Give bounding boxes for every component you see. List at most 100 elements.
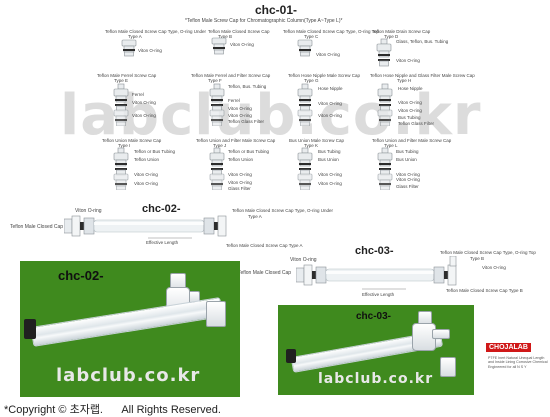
part-label: Viton O-ring [134,181,158,186]
part-label: Ferrel [132,92,144,97]
part-label: Viton O-ring [318,172,342,177]
cap-drawing [297,39,313,57]
chc02-top-right-type: Type A [248,214,262,219]
cap-drawing [121,39,137,57]
chc01-title: chc-01- [255,3,298,17]
part-label: Bus Union [396,157,417,162]
part-label: Viton O-ring [230,42,254,47]
part-type: Type I [118,143,131,148]
part-label: Viton O-ring [318,101,342,106]
glass-column [30,297,224,347]
chc01-subtitle: *Teflon Male Screw Cap for Chromatograph… [185,18,343,24]
photo-chc03: chc-03- labclub.co.kr [278,305,474,395]
chc02-top-right-label: Teflon Male Closed Screw Cap Type, O-rin… [232,208,333,213]
part-type: Type J [213,143,227,148]
part-label: Ferrel [228,98,240,103]
part-label: Viton O-ring [318,181,342,186]
chc03-viton-label: Viton O-ring [290,257,317,263]
part-label: Teflon or Bus Tubing [134,149,176,154]
part-type: Type H [397,78,412,83]
part-label: Bus Tubing [318,149,341,154]
part-label: Viton O-ring [138,48,162,53]
part-title: Teflon Male Closed Screw Cap Type, O-rin… [105,29,206,34]
chc02-bottom-label: Teflon Male Closed Screw Cap Type A [226,243,303,248]
part-type: Type F [208,78,222,83]
cap-drawing [209,147,225,190]
copyright-footer: *Copyright © 초자랩. All Rights Reserved. [4,404,221,416]
part-label: Teflon or Bus Tubing [228,149,270,154]
part-label: Viton O-ring [318,113,342,118]
chc03-effective-length: Effective Length [362,292,395,297]
part-title: Teflon Male Closed Screw Cap [208,29,270,34]
part-type: Type B [218,34,233,39]
part-type: Type A [128,34,142,39]
photo-chc02-watermark: labclub.co.kr [56,365,201,386]
part-label: Viton O-ring [228,113,252,118]
chc02-column-drawing [64,215,227,239]
part-title: Teflon Male Drain Screw Cap [372,29,431,34]
brand-logo: CHOJALAB [486,343,531,352]
part-title: Teflon Male Closed Screw Cap Type, O-rin… [283,29,379,34]
part-title: Bus Union Male Screw Cap [289,138,345,143]
photo-chc02: chc-02- labclub.co.kr [20,261,240,397]
chc03-title: chc-03- [355,245,394,257]
part-title: Teflon Hose Nipple Male Screw Cap [288,73,361,78]
part-type: Type L [384,143,398,148]
part-label: Teflon Union [228,157,254,162]
part-label: Teflon Glass Filter [228,119,265,124]
stopcock-side [432,329,450,339]
part-type: Type G [304,78,319,83]
part-label: Bus Tubing [396,149,419,154]
part-label: Viton O-ring [396,58,420,63]
part-label: Viton O-ring [132,100,156,105]
part-label: Viton O-ring [228,106,252,111]
part-title: Teflon Union and Filter Male Screw Cap [196,138,276,143]
cap-drawing [297,83,313,126]
part-title: Teflon Male Ferrel Screw Cap [97,73,157,78]
part-label: Teflon Glass Filter [398,121,435,126]
part-label: Viton O-ring [396,177,420,182]
left-cap [286,349,296,363]
part-type: Type D [384,34,399,39]
chc02-effective-length: Effective Length [146,240,179,245]
part-label: Teflon, Bus. Tubing [228,84,267,89]
bottom-cap [440,357,456,377]
part-label: Teflon Union [134,157,160,162]
cap-drawing [113,83,129,126]
chc03-column-drawing [296,256,457,290]
part-type: Type E [114,78,129,83]
part-label: Viton O-ring [316,52,340,57]
watermark: labclub.co.kr [60,83,482,148]
part-label: Viton O-ring [228,172,252,177]
part-type: Type C [304,34,319,39]
chc03-top-right-label: Teflon Male Closed Screw Cap Type, O-rin… [440,250,536,255]
part-type: Type K [304,143,319,148]
part-label: Viton O-ring [228,180,252,185]
cap-drawing [209,83,225,126]
chc03-top-right-type: Type B [470,256,485,261]
chc03-viton-right: Viton O-ring [482,265,506,270]
cap-drawing [377,83,393,126]
cap-drawing [297,147,313,190]
cap-drawing [377,147,393,190]
part-title: Teflon Union Male Screw Cap [102,138,162,143]
part-label: Viton O-ring [398,108,422,113]
chc03-bottom-label: Teflon Male Closed Screw Cap Type B [446,288,523,293]
part-title: Teflon Male Ferrel and Filter Screw Cap [191,73,271,78]
chc02-viton-label: Viton O-ring [75,208,102,214]
cap-drawing [211,37,227,55]
part-label: Glass Filter [396,184,419,189]
part-label: Glass, Teflon, Bus. Tubing [396,39,449,44]
part-label: Bus Union [318,157,339,162]
cap-drawing [113,147,129,190]
part-label: Bus Tubing [398,115,421,120]
part-label: Glass Filter [228,186,251,191]
bottom-cap [206,301,226,327]
part-title: Teflon Union and Filter Male Screw Cap [372,138,452,143]
chc03-closed-cap-label: Teflon Male Closed Cap [238,270,292,276]
part-title: Teflon Hose Nipple and Glass Filter Male… [370,73,475,78]
part-label: Viton O-ring [398,100,422,105]
left-cap [24,319,36,339]
part-label: Viton O-ring [132,113,156,118]
photo-chc03-watermark: labclub.co.kr [318,371,434,387]
